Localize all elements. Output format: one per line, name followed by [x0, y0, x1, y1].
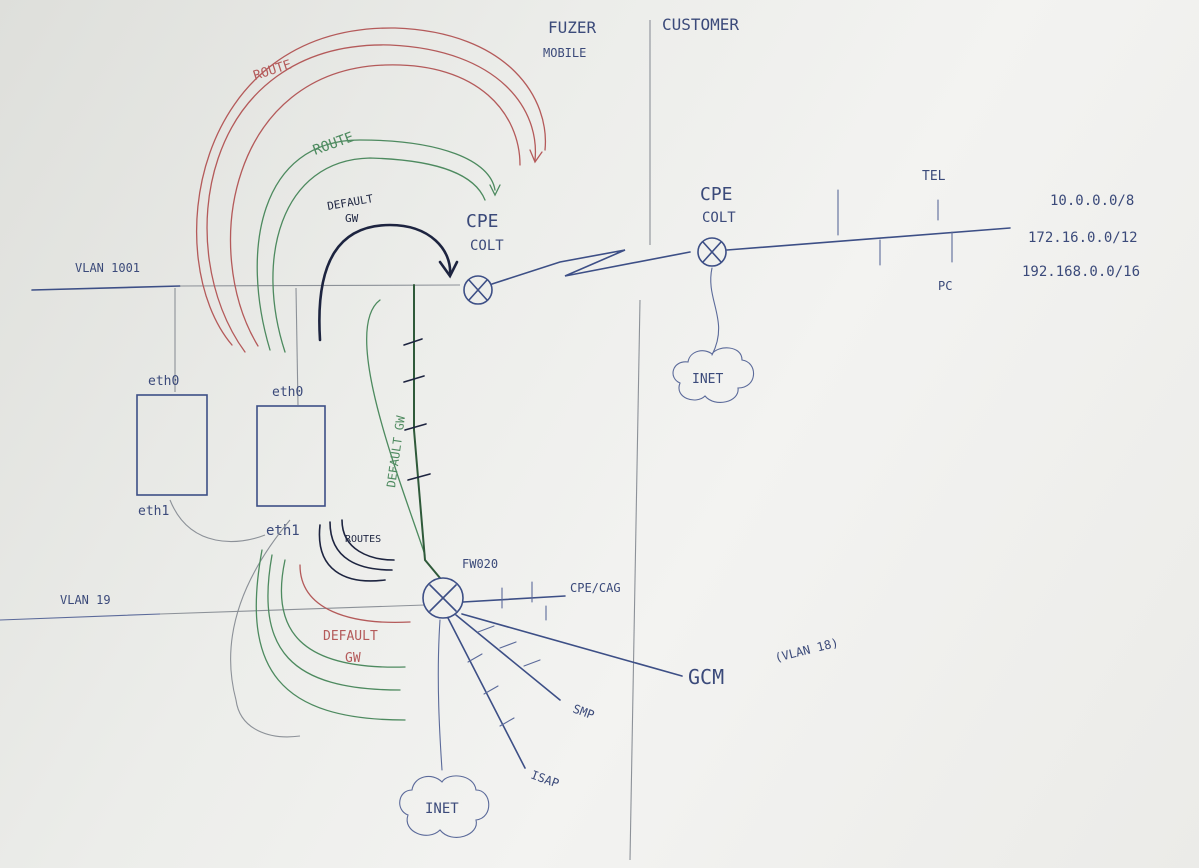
- link-gcm: [461, 613, 683, 677]
- gcm-label: GCM: [688, 665, 724, 689]
- cpe-colt-right-icon: [697, 237, 727, 267]
- default-gw-green-path: [366, 299, 426, 556]
- network-1: 10.0.0.0/8: [1050, 193, 1134, 209]
- inet-bottom-cloud-icon: [399, 775, 490, 838]
- inet-bottom-link: [437, 619, 443, 771]
- route-green-arc-1: [256, 139, 496, 351]
- inet-right-cloud-icon: [672, 347, 755, 403]
- customer-lan-line: [726, 227, 1011, 251]
- inet-right-label: INET: [692, 372, 723, 387]
- pc-label: PC: [938, 279, 952, 293]
- header-fuzer: FUZER: [548, 18, 597, 37]
- colt-left-label: COLT: [470, 238, 504, 254]
- route-red-arc-1: [206, 44, 537, 353]
- eth0-left-label: eth0: [148, 374, 179, 389]
- cpe-left-label: CPE: [466, 211, 499, 232]
- default-gw-top-label-2: GW: [345, 212, 359, 225]
- cpe-colt-left-icon: [463, 275, 493, 305]
- gcm-vlan-label: (VLAN 18): [773, 636, 839, 665]
- vlan-19-label: VLAN 19: [60, 593, 111, 607]
- tel-label: TEL: [922, 169, 946, 184]
- divider-lower: [629, 299, 641, 861]
- default-gw-bottom-label-2: GW: [345, 651, 361, 666]
- vlan-1001-line: [31, 285, 181, 291]
- default-gw-red-lower: [299, 564, 411, 624]
- inet-bottom-label: INET: [425, 801, 459, 817]
- firewall-b-box: [256, 405, 326, 507]
- routes-small-label: ROUTES: [345, 534, 381, 545]
- isap-label: ISAP: [529, 768, 561, 791]
- eth0-right-label: eth0: [272, 385, 303, 400]
- default-gw-arc: [318, 223, 452, 342]
- vlan-19-line: [0, 613, 161, 621]
- wan-link: [491, 249, 691, 285]
- smp-label: SMP: [571, 702, 596, 723]
- cpe-right-label: CPE: [700, 184, 733, 205]
- fw020-icon: [422, 577, 464, 619]
- header-customer: CUSTOMER: [662, 15, 739, 34]
- cpe-cag-label: CPE/CAG: [570, 581, 621, 595]
- cpe-fw-trunk: [413, 284, 441, 579]
- network-3: 192.168.0.0/16: [1022, 264, 1140, 280]
- route-green-label: ROUTE: [311, 129, 356, 158]
- route-green-lower-1: [280, 559, 406, 668]
- default-gw-top-label-1: DEFAULT: [326, 192, 374, 213]
- eth1-left-label: eth1: [138, 504, 169, 519]
- vlan-1001-line-pencil: [179, 284, 461, 287]
- inet-right-link: [710, 267, 720, 356]
- colt-right-label: COLT: [702, 210, 736, 226]
- fw020-label: FW020: [462, 557, 498, 571]
- eth1-bottom-label: eth1: [266, 523, 300, 539]
- firewall-a-box: [136, 394, 208, 496]
- link-cpe-cag: [462, 595, 566, 603]
- link-smp: [455, 614, 561, 701]
- network-2: 172.16.0.0/12: [1028, 230, 1138, 246]
- header-mobile: MOBILE: [543, 46, 586, 60]
- default-gw-vertical-label: DEFAULT GW: [384, 414, 408, 488]
- routes-arrow-1: [318, 524, 386, 582]
- vlan-1001-label: VLAN 1001: [75, 261, 140, 275]
- default-gw-bottom-label-1: DEFAULT: [323, 629, 378, 644]
